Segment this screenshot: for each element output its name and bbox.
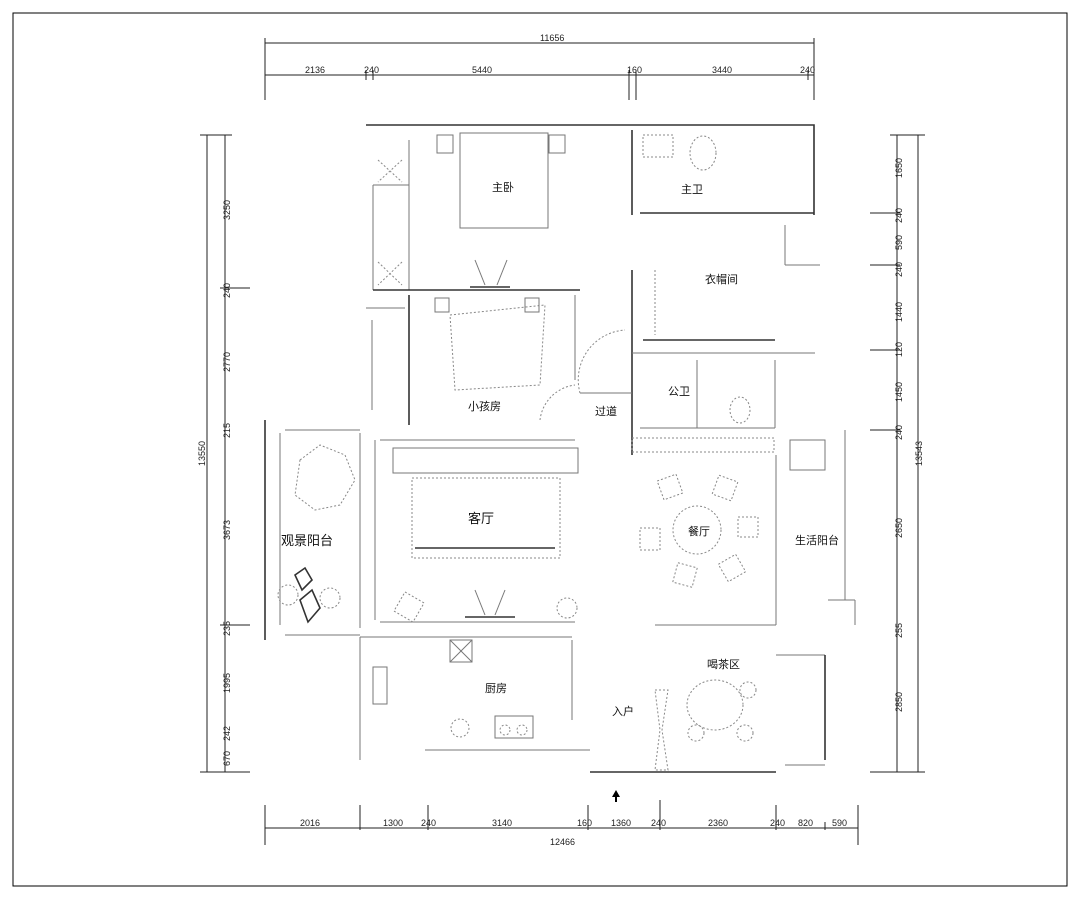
room-dining-room: 餐厅 <box>688 524 710 538</box>
dim-left: 1995 <box>222 673 232 693</box>
dim-bottom: 820 <box>798 818 813 828</box>
entrance-arrow-icon <box>612 790 620 802</box>
dim-top: 3440 <box>712 65 732 75</box>
dim-right: 240 <box>894 425 904 440</box>
dim-right: 240 <box>894 262 904 277</box>
dim-bottom: 3140 <box>492 818 512 828</box>
dim-bottom: 590 <box>832 818 847 828</box>
master-bed <box>459 132 549 229</box>
dim-right: 120 <box>894 342 904 357</box>
room-entrance: 入户 <box>612 704 634 718</box>
dim-top: 240 <box>364 65 379 75</box>
dim-left: 240 <box>222 283 232 298</box>
top-dimensions: 11656 2136 240 5440 160 3440 240 <box>264 33 815 100</box>
dim-bottom: 2360 <box>708 818 728 828</box>
dim-bottom: 1300 <box>383 818 403 828</box>
dim-bottom: 160 <box>577 818 592 828</box>
dim-left: 215 <box>222 423 232 438</box>
dining-table <box>672 505 722 555</box>
dim-right: 2650 <box>894 518 904 538</box>
dim-top-overall: 11656 <box>540 33 564 43</box>
dim-left-overall: 13550 <box>197 441 207 466</box>
dim-right-overall: 13543 <box>914 441 924 466</box>
room-kitchen: 厨房 <box>485 682 507 695</box>
right-dimensions: 1650 240 590 240 1440 120 1450 240 2650 … <box>870 134 925 773</box>
room-labels: 主卧 主卫 衣帽间 小孩房 过道 公卫 观景阳台 客厅 餐厅 生活阳台 厨房 入… <box>281 181 839 718</box>
dim-left: 235 <box>222 621 232 636</box>
dim-top: 5440 <box>472 65 492 75</box>
living-rug <box>411 477 561 559</box>
dim-right: 1440 <box>894 302 904 322</box>
room-corridor: 过道 <box>595 404 617 418</box>
room-view-balcony: 观景阳台 <box>281 534 333 549</box>
furniture <box>277 132 775 742</box>
room-utility-balcony: 生活阳台 <box>795 533 839 547</box>
dim-right: 255 <box>894 623 904 638</box>
room-kids-room: 小孩房 <box>468 400 501 413</box>
room-master-bath: 主卫 <box>681 183 703 196</box>
dim-right: 1450 <box>894 382 904 402</box>
dim-left: 242 <box>222 726 232 741</box>
room-public-bath: 公卫 <box>668 385 690 398</box>
dim-top: 160 <box>627 65 642 75</box>
dim-left: 670 <box>222 751 232 766</box>
walls <box>264 124 856 773</box>
dim-left: 3250 <box>222 200 232 220</box>
dim-top: 240 <box>800 65 815 75</box>
dim-top: 2136 <box>305 65 325 75</box>
dim-right: 1650 <box>894 158 904 178</box>
room-cloakroom: 衣帽间 <box>705 272 738 286</box>
left-dimensions: 3250 240 2770 215 3673 235 1995 242 670 … <box>197 134 250 773</box>
dim-left: 2770 <box>222 352 232 372</box>
dim-left: 3673 <box>222 520 232 540</box>
dim-bottom: 2016 <box>300 818 320 828</box>
dim-bottom-overall: 12466 <box>550 837 575 847</box>
dim-bottom: 1360 <box>611 818 631 828</box>
room-tea-area: 喝茶区 <box>707 658 740 671</box>
dim-right: 2850 <box>894 692 904 712</box>
room-master-bedroom: 主卧 <box>492 181 514 194</box>
dim-bottom: 240 <box>421 818 436 828</box>
bottom-dimensions: 2016 1300 240 3140 160 1360 240 2360 240… <box>264 800 859 847</box>
dim-right: 240 <box>894 208 904 223</box>
drawing-frame <box>12 12 1068 887</box>
room-living-room: 客厅 <box>468 511 494 527</box>
dim-bottom: 240 <box>651 818 666 828</box>
dim-bottom: 240 <box>770 818 785 828</box>
dim-right: 590 <box>894 235 904 250</box>
